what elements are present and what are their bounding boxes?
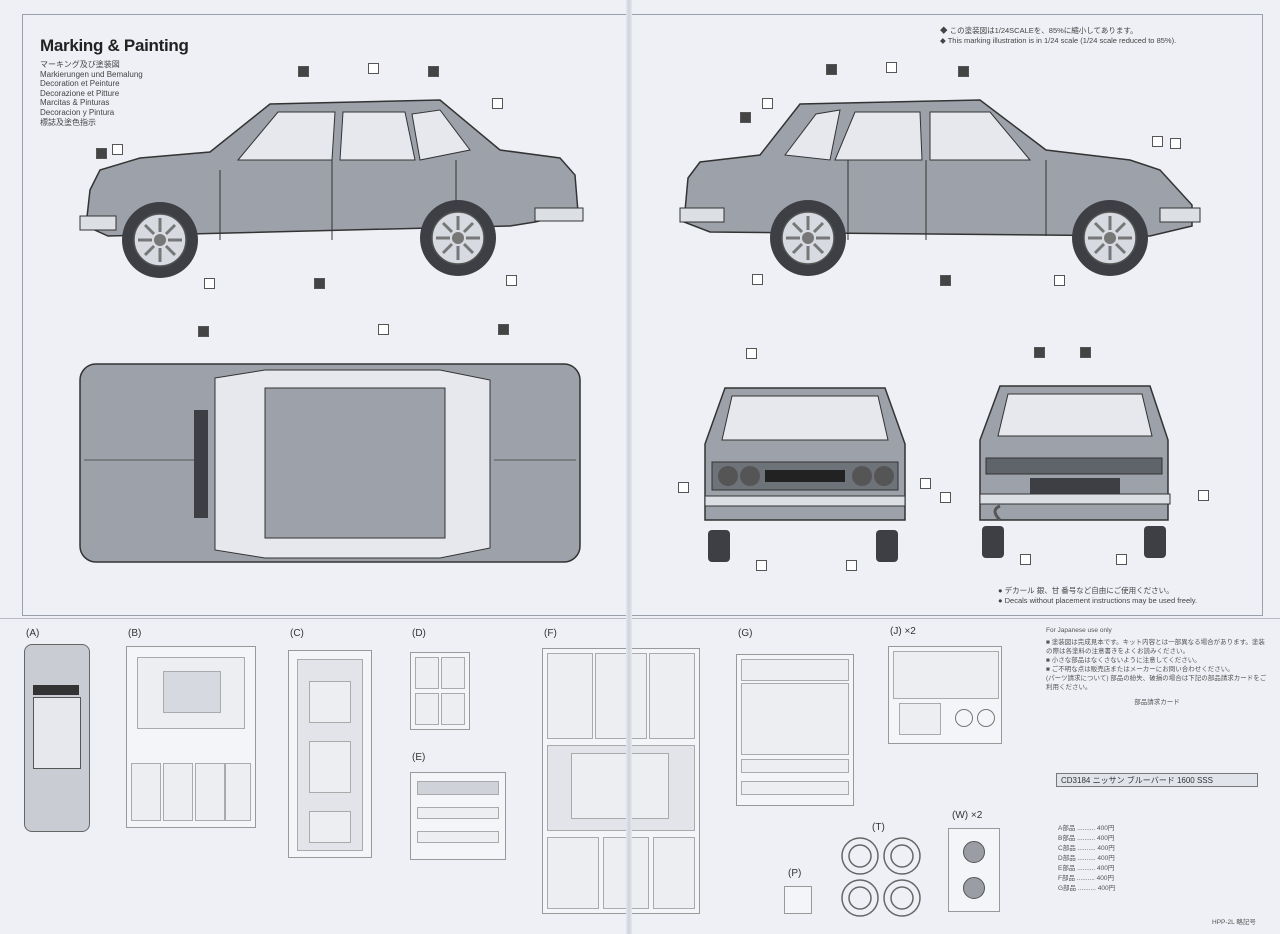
decal-note-jp: ● デカール 銀、甘 番号など自由にご使用ください。 <box>998 586 1174 595</box>
decal-tag <box>940 275 951 286</box>
decal-tag <box>492 98 503 109</box>
decal-tag <box>506 275 517 286</box>
decal-tag <box>1170 138 1181 149</box>
page-title: Marking & Painting <box>40 36 189 55</box>
subtitle-de: Markierungen und Bemalung <box>40 69 143 79</box>
decal-tag <box>1034 347 1045 358</box>
subtitle-it: Decorazione et Pitture <box>40 88 120 98</box>
subtitle-cn: 標誌及塗色指示 <box>40 117 96 127</box>
subtitle-jp: マーキング及び塗装図 <box>40 60 120 69</box>
decal-tag <box>1152 136 1163 147</box>
decal-tag <box>198 326 209 337</box>
scale-note-jp: ◆ この塗装図は1/24SCALEを、85%に縮小してあります。 <box>940 26 1138 35</box>
side-view-left <box>79 99 584 280</box>
part-label-j: (J) ×2 <box>890 626 916 637</box>
subtitle-pt: Marcitas & Pinturas <box>40 98 110 108</box>
price-item: D部品 .......... 400円 <box>1058 855 1115 862</box>
front-view <box>704 387 906 562</box>
part-label-w: (W) ×2 <box>952 810 983 821</box>
page-fold <box>626 0 632 934</box>
footer-code: HPP-2L 略記号 <box>1212 919 1256 926</box>
part-label-c: (C) <box>290 628 304 639</box>
decal-tag <box>846 560 857 571</box>
marking-frame-left <box>22 14 627 616</box>
part-label-a: (A) <box>26 628 40 639</box>
top-view <box>79 363 581 563</box>
scale-note: ◆ この塗装図は1/24SCALEを、85%に縮小してあります。 ◆ This … <box>940 26 1176 46</box>
price-item: F部品 .......... 400円 <box>1058 875 1114 882</box>
scale-note-en: ◆ This marking illustration is in 1/24 s… <box>940 36 1177 45</box>
part-t-tyres <box>841 837 921 917</box>
subtitle-es: Decoracion y Pintura <box>40 107 115 117</box>
price-item: G部品 .......... 400円 <box>1058 885 1116 892</box>
jp-info-panel: For Japanese use only ■ 塗装図は完成見本です。キット内容… <box>1046 626 1268 707</box>
part-label-b: (B) <box>128 628 142 639</box>
decal-tag <box>1020 554 1031 565</box>
part-label-f: (F) <box>544 628 557 639</box>
sprue-d <box>410 652 470 730</box>
decal-tag <box>368 63 379 74</box>
decal-tag <box>958 66 969 77</box>
sprue-g <box>736 654 854 806</box>
decal-tag <box>298 66 309 77</box>
decal-tag <box>1116 554 1127 565</box>
side-view-right <box>679 99 1201 278</box>
decal-tag <box>428 66 439 77</box>
decal-note: ● デカール 銀、甘 番号など自由にご使用ください。 ● Decals with… <box>998 586 1197 606</box>
marking-frame-right <box>632 14 1263 616</box>
decal-tag <box>378 324 389 335</box>
part-label-g: (G) <box>738 628 753 639</box>
model-code: CD3184 ニッサン ブルーバード 1600 SSS <box>1056 773 1258 787</box>
part-p <box>784 886 812 914</box>
part-a-body <box>24 644 90 832</box>
part-label-e: (E) <box>412 752 426 763</box>
decal-note-en: ● Decals without placement instructions … <box>998 596 1198 605</box>
decal-tag <box>746 348 757 359</box>
decal-tag <box>204 278 215 289</box>
decal-tag <box>112 144 123 155</box>
part-label-t: (T) <box>872 822 885 833</box>
price-item: E部品 .......... 400円 <box>1058 865 1115 872</box>
decal-tag <box>762 98 773 109</box>
decal-tag <box>886 62 897 73</box>
decal-tag <box>826 64 837 75</box>
jp-card-title: 部品請求カード <box>1134 699 1180 706</box>
page-subtitles: マーキング及び塗装図 Markierungen und Bemalung Dec… <box>40 60 143 127</box>
part-label-p: (P) <box>788 868 802 879</box>
decal-tag <box>920 478 931 489</box>
sprue-j <box>888 646 1002 744</box>
decal-tag <box>756 560 767 571</box>
jp-panel-header: For Japanese use only <box>1046 627 1112 634</box>
decal-tag <box>96 148 107 159</box>
sprue-b <box>126 646 256 828</box>
section-divider <box>0 618 1280 619</box>
rear-view <box>979 385 1171 558</box>
decal-tag <box>740 112 751 123</box>
part-w <box>948 828 1000 912</box>
sprue-e <box>410 772 506 860</box>
price-item: A部品 .......... 400円 <box>1058 825 1115 832</box>
decal-tag <box>498 324 509 335</box>
price-item: B部品 .......... 400円 <box>1058 835 1115 842</box>
decal-tag <box>1054 275 1065 286</box>
sprue-c <box>288 650 372 858</box>
decal-tag <box>1198 490 1209 501</box>
part-label-d: (D) <box>412 628 426 639</box>
decal-tag <box>752 274 763 285</box>
subtitle-fr: Decoration et Peinture <box>40 79 120 89</box>
jp-panel-body: ■ 塗装図は完成見本です。キット内容とは一部異なる場合があります。塗装の際は各塗… <box>1046 639 1267 691</box>
decal-tag <box>1080 347 1091 358</box>
price-list: A部品 .......... 400円 B部品 .......... 400円 … <box>1058 822 1258 892</box>
decal-tag <box>678 482 689 493</box>
decal-tag <box>940 492 951 503</box>
price-item: C部品 .......... 400円 <box>1058 845 1115 852</box>
sprue-f <box>542 648 700 914</box>
decal-tag <box>314 278 325 289</box>
